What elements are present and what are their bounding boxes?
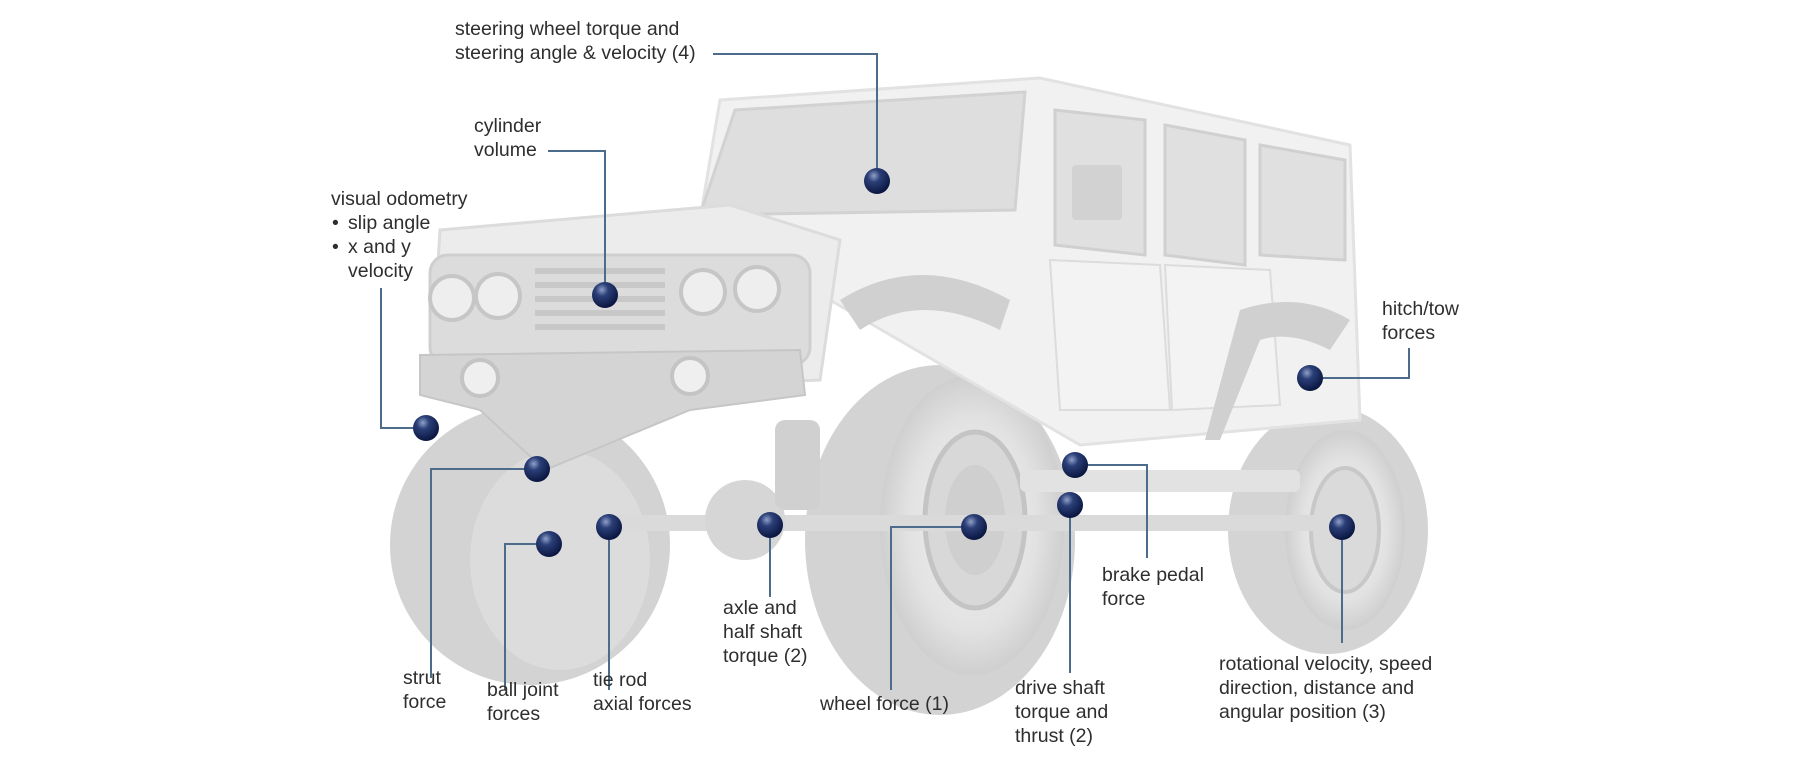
leader-line-strut: [430, 468, 537, 678]
label-line: steering wheel torque and: [455, 18, 680, 40]
label-line: torque and: [1015, 701, 1109, 723]
sensor-sphere-icon[interactable]: [1062, 452, 1088, 478]
label-line: force: [403, 691, 447, 713]
sensor-sphere-icon[interactable]: [1297, 365, 1323, 391]
sensor-sphere-icon[interactable]: [596, 514, 622, 540]
label-line: torque (2): [723, 645, 808, 667]
sensor-sphere-icon[interactable]: [592, 282, 618, 308]
label-line: forces: [1382, 322, 1436, 344]
label-cylinder: cylinder volume: [474, 114, 541, 162]
label-line: drive shaft: [1015, 677, 1105, 699]
label-line: strut: [403, 667, 441, 689]
label-line: thrust (2): [1015, 725, 1094, 747]
label-line: axial forces: [593, 693, 692, 715]
label-hitch: hitch/tow forces: [1382, 297, 1459, 345]
label-line: axle and: [723, 597, 797, 619]
label-tie-rod: tie rod axial forces: [593, 668, 692, 716]
label-brake: brake pedal force: [1102, 563, 1204, 611]
label-ball-joint: ball joint forces: [487, 678, 559, 726]
sensor-sphere-icon[interactable]: [413, 415, 439, 441]
label-wheel-force: wheel force (1): [820, 692, 949, 716]
sensor-sphere-icon[interactable]: [961, 514, 987, 540]
odometry-bullets: slip angle x and y: [331, 211, 468, 259]
label-line: ball joint: [487, 679, 559, 701]
label-line: tie rod: [593, 669, 648, 691]
label-odometry: visual odometry slip angle x and y veloc…: [331, 187, 468, 283]
label-strut: strut force: [403, 666, 446, 714]
leader-line-cylinder: [548, 150, 606, 295]
label-line: force: [1102, 588, 1146, 610]
label-line: brake pedal: [1102, 564, 1204, 586]
leader-line-steering: [713, 53, 878, 181]
label-axle: axle and half shaft torque (2): [723, 596, 808, 668]
leader-line-hitch: [1310, 348, 1410, 379]
vehicle-body: [419, 76, 1362, 472]
label-line: wheel force (1): [820, 693, 949, 715]
sensor-sphere-icon[interactable]: [757, 512, 783, 538]
label-line: volume: [474, 139, 537, 161]
label-line: angular position (3): [1219, 701, 1386, 723]
label-line: rotational velocity, speed: [1219, 653, 1433, 675]
label-line: forces: [487, 703, 541, 725]
label-drive-shaft: drive shaft torque and thrust (2): [1015, 676, 1108, 748]
leader-line-ball-joint: [504, 543, 549, 690]
leader-line-wheel-force: [890, 526, 974, 690]
sensor-sphere-icon[interactable]: [524, 456, 550, 482]
label-line: half shaft: [723, 621, 803, 643]
sensor-sphere-icon[interactable]: [864, 168, 890, 194]
front-right-wheel: [805, 365, 1075, 715]
bullet-item: x and y: [332, 235, 468, 259]
label-rotational: rotational velocity, speed direction, di…: [1219, 652, 1432, 724]
label-line: steering angle & velocity (4): [455, 42, 696, 64]
sensor-sphere-icon[interactable]: [536, 531, 562, 557]
leader-lines: [380, 53, 1410, 690]
sensor-sphere-icon[interactable]: [1329, 514, 1355, 540]
leader-line-brake: [1075, 464, 1148, 558]
label-line: velocity: [348, 260, 414, 282]
label-line: direction, distance and: [1219, 677, 1415, 699]
bullet-item: slip angle: [332, 211, 468, 235]
label-line: hitch/tow: [1382, 298, 1459, 320]
label-steering: steering wheel torque and steering angle…: [455, 17, 696, 65]
leader-line-odometry: [380, 288, 426, 429]
sensor-markers: [413, 168, 1355, 557]
label-heading: visual odometry: [331, 188, 468, 210]
label-line: cylinder: [474, 115, 542, 137]
sensor-sphere-icon[interactable]: [1057, 492, 1083, 518]
